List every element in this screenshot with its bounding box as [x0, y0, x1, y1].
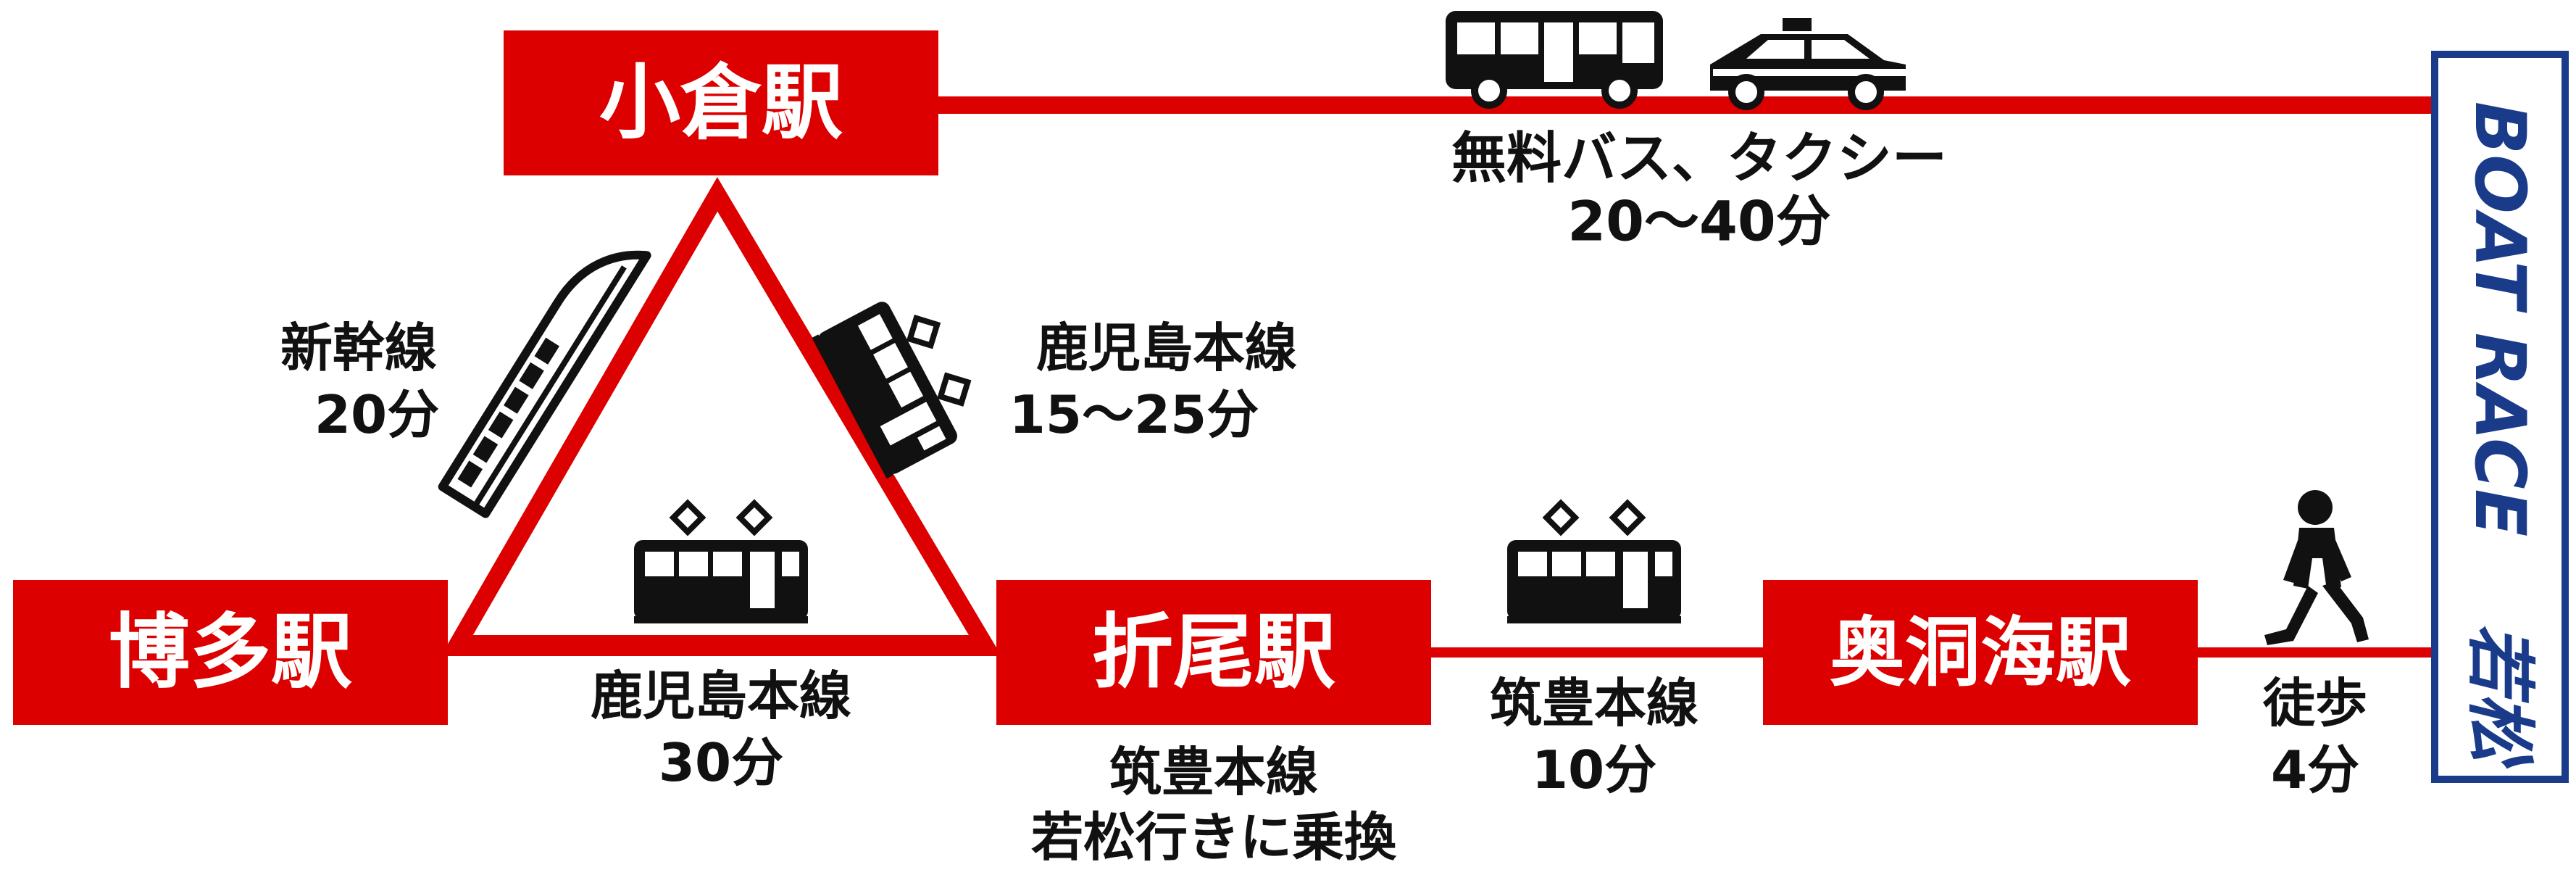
station-kokura-label: 小倉駅	[599, 56, 843, 150]
train-icon	[1507, 499, 1681, 623]
route-orio-okudokai-label: 筑豊本線 10分	[1490, 673, 1698, 800]
boatrace-place: 若松	[2459, 623, 2540, 769]
bus-icon	[1446, 11, 1663, 109]
orio-transfer-instruction: 若松行きに乗換	[1031, 807, 1397, 868]
taxi-icon	[1710, 18, 1906, 110]
station-okudokai-label: 奥洞海駅	[1830, 608, 2131, 697]
route-kokura-orio-time: 15〜25分	[1009, 384, 1259, 445]
route-hakata-kokura-time: 20分	[314, 384, 439, 445]
route-okudokai-boatrace-mode: 徒歩	[2262, 673, 2367, 734]
station-hakata-label: 博多駅	[109, 605, 352, 700]
route-kokura-orio-label: 鹿児島本線 15〜25分	[1009, 318, 1297, 445]
triangle-kagoshima-line	[443, 177, 1000, 652]
station-orio-label: 折尾駅	[1092, 605, 1335, 700]
route-hakata-orio-time: 30分	[659, 732, 783, 793]
boatrace-name: BOAT RACE	[2459, 101, 2540, 536]
station-hakata[interactable]: 博多駅	[13, 580, 448, 725]
orio-transfer-line: 筑豊本線	[1109, 742, 1318, 803]
route-okudokai-boatrace-label: 徒歩 4分	[2262, 673, 2367, 800]
route-kokura-orio-mode: 鹿児島本線	[1036, 318, 1297, 378]
train-icon	[634, 499, 808, 623]
route-kokura-boatrace-mode: 無料バス、タクシー	[1451, 126, 1947, 191]
route-hakata-kokura-label: 新幹線 20分	[280, 318, 439, 445]
route-kokura-boatrace-label: 無料バス、タクシー 20〜40分	[1451, 126, 1947, 254]
route-lines	[442, 96, 2435, 658]
route-okudokai-boatrace-time: 4分	[2271, 739, 2359, 800]
walking-person-icon	[2264, 490, 2369, 645]
route-kokura-boatrace-time: 20〜40分	[1567, 189, 1831, 254]
shinkansen-icon	[438, 250, 651, 518]
route-hakata-orio-mode: 鹿児島本線	[591, 665, 851, 726]
orio-transfer-note: 筑豊本線 若松行きに乗換	[1031, 742, 1397, 868]
station-orio[interactable]: 折尾駅	[996, 580, 1431, 725]
train-icon	[812, 302, 972, 479]
route-hakata-orio-label: 鹿児島本線 30分	[591, 665, 851, 793]
route-hakata-kokura-mode: 新幹線	[280, 318, 437, 378]
route-orio-okudokai-mode: 筑豊本線	[1490, 673, 1698, 734]
route-orio-okudokai-time: 10分	[1532, 739, 1656, 800]
boatrace-wakamatsu-box[interactable]: BOAT RACE 若松	[2431, 51, 2569, 783]
station-kokura[interactable]: 小倉駅	[504, 30, 938, 175]
station-okudokai[interactable]: 奥洞海駅	[1763, 580, 2198, 725]
